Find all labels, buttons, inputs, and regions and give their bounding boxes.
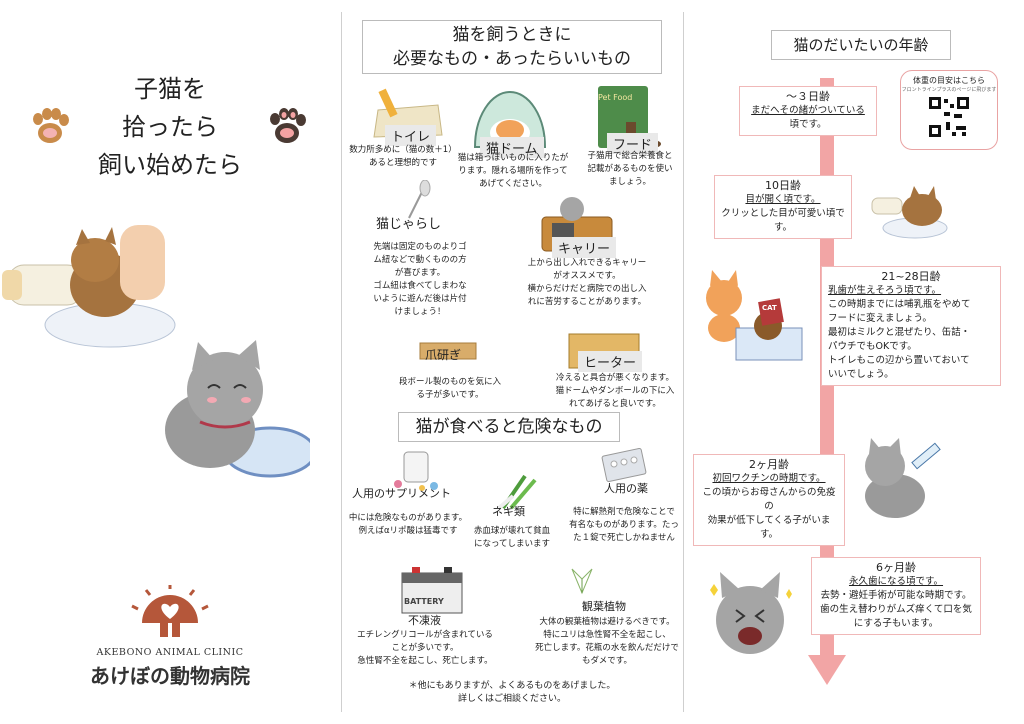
stage-2months: 2ヶ月齢 初回ワクチンの時期です。 この頃からお母さんからの免疫の 効果が低下し… xyxy=(693,454,845,546)
danger-label-onion: ネギ類 xyxy=(492,505,525,518)
item-desc-carrier: 上から出し入れできるキャリー がオススメです。 横からだけだと病院での出し入 れ… xyxy=(527,258,647,307)
cat-dome-icon xyxy=(473,91,547,148)
item-label-scratcher: 爪研ぎ xyxy=(425,348,462,362)
clinic-name-en: AKEBONO ANIMAL CLINIC xyxy=(96,647,244,658)
item-desc-teaser: 先端は固定のものよりゴ ム紐などで動くものの方 が喜びます。 ゴム紐は食べてしま… xyxy=(373,242,467,317)
kitten-bottle-illustration xyxy=(2,225,176,348)
timeline-arrow-icon xyxy=(808,655,846,685)
clinic-name-jp: あけぼの動物病院 xyxy=(90,664,250,688)
clinic-logo-icon xyxy=(131,585,209,637)
item-desc-dome: 猫は箱っぽいものに入りたが ります。隠れる場所を作って あげてください。 xyxy=(457,153,569,189)
stage-6months: 6ヶ月齢 永久歯になる頃です。 去勢・避妊手術が可能な時期です。 歯の生え替わり… xyxy=(811,557,981,635)
battery-icon xyxy=(401,567,463,614)
teeth-cat-illustration xyxy=(710,572,792,654)
paw-icon xyxy=(270,108,306,143)
paw-icon xyxy=(33,108,69,143)
kitten-bottle-small-illustration xyxy=(871,186,948,239)
cat-teaser-icon xyxy=(408,180,431,219)
item-label-dome: 猫ドーム xyxy=(480,137,544,158)
danger-label-antifreeze: 不凍液 xyxy=(408,614,441,627)
section-heading-danger: 猫が食べると危険なもの xyxy=(398,412,620,442)
item-desc-heater: 冷えると具合が悪くなります。 猫ドームやダンボールの下に入 れてあげると良いです… xyxy=(555,373,675,409)
stage-3days: 〜３日齢 まだへその緒がついている 頃です。 xyxy=(739,86,877,136)
gray-cat-illustration xyxy=(165,340,310,478)
food-bag-text: Pet Food xyxy=(598,93,633,102)
item-desc-food: 子猫用で総合栄養食と 記載があるものを使い ましょう。 xyxy=(587,151,673,187)
item-label-food: フード xyxy=(607,133,659,154)
supplement-icon xyxy=(394,451,438,491)
footer-note: ＊他にもありますが、よくあるものをあげました。 詳しくはご相談ください。 xyxy=(408,681,616,704)
item-desc-scratcher: 段ボール製のものを気に入 る子が多いです。 xyxy=(398,377,501,400)
qr-code-icon[interactable] xyxy=(928,96,970,138)
danger-label-plant: 観葉植物 xyxy=(582,600,626,613)
danger-desc-supplement: 中には危険なものがあります。 例えばαリポ酸は猛毒です xyxy=(348,513,468,536)
danger-desc-onion: 赤血球が壊れて貧血 になってしまいます xyxy=(473,526,551,549)
section-heading-age: 猫のだいたいの年齢 xyxy=(771,30,951,60)
danger-label-supplement: 人用のサプリメント xyxy=(352,487,451,500)
battery-text: BATTERY xyxy=(404,597,444,606)
scratcher-icon xyxy=(419,342,477,360)
divider-right xyxy=(683,12,684,712)
stage-21-28days: 21~28日齢 乳歯が生えそろう頃です。 この時期までには哺乳瓶をやめて フード… xyxy=(821,266,1001,386)
item-label-toilet: トイレ xyxy=(385,125,437,146)
green-onion-icon xyxy=(497,474,537,510)
item-label-heater: ヒーター xyxy=(578,351,643,372)
danger-desc-plant: 大体の観葉植物は避けるべきです。 特にユリは急性腎不全を起こし、 死亡します。花… xyxy=(535,617,679,666)
item-desc-toilet: 数力所多めに（猫の数＋1） あると理想的です xyxy=(349,145,457,168)
cat-food-illustration xyxy=(706,270,803,361)
item-label-carrier: キャリー xyxy=(552,237,617,258)
lily-plant-icon xyxy=(571,568,593,595)
danger-desc-medicine: 特に解熱剤で危険なことで 有名なものがあります。たっ た１錠で死亡しかねません xyxy=(569,507,679,543)
cat-box-text: CAT xyxy=(762,304,777,312)
danger-label-medicine: 人用の薬 xyxy=(604,482,648,495)
danger-desc-antifreeze: エチレングリコールが含まれている ことが多いです。 急性腎不全を起こし、死亡しま… xyxy=(357,630,493,666)
item-label-teaser: 猫じゃらし xyxy=(376,217,442,232)
vaccine-cat-illustration xyxy=(865,438,941,518)
divider-left xyxy=(341,12,342,712)
qr-box[interactable]: 体重の目安はこちら フロントラインプラスのページに飛びます xyxy=(900,70,998,150)
section-heading-needs: 猫を飼うときに 必要なもの・あったらいいもの xyxy=(362,20,662,74)
medicine-icon xyxy=(601,448,647,483)
stage-10days: 10日齢 目が開く頃です。 クリッとした目が可愛い頃で す。 xyxy=(714,175,852,239)
page-title: 子猫を 拾ったら 飼い始めたら xyxy=(98,75,242,179)
